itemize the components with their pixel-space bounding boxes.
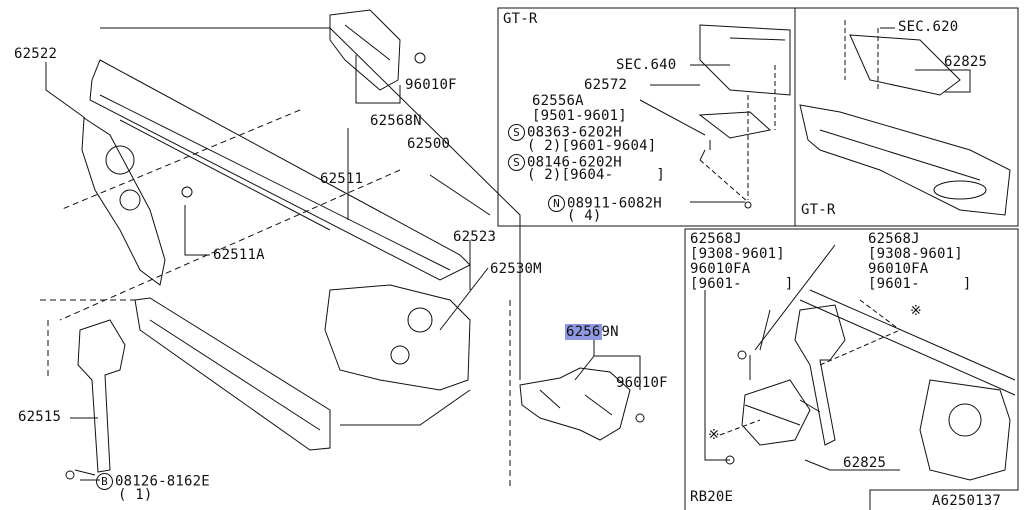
label-62523: 62523 xyxy=(453,229,497,245)
label-n-qty: ( 4) xyxy=(567,208,602,224)
label-s2-range: ( 2)[9604- ] xyxy=(527,167,666,183)
label-s1-range: ( 2)[9601-9604] xyxy=(527,138,657,154)
label-96010f-mid: 96010F xyxy=(616,375,668,391)
label-rb-right-4: [9601- ] xyxy=(868,276,972,292)
label-96010f-top: 96010F xyxy=(405,77,457,93)
gtr-panel2-title: GT-R xyxy=(801,202,836,218)
s-marker-icon: S xyxy=(508,124,525,141)
rb20e-panel-title: RB20E xyxy=(690,489,734,505)
asterisk-mark-2: ※ xyxy=(708,427,720,443)
label-62511: 62511 xyxy=(320,171,364,187)
b-marker-icon: B xyxy=(96,473,113,490)
label-bolt-qty: ( 1) xyxy=(118,487,153,503)
diagram-code: A6250137 xyxy=(932,493,1002,509)
label-sec640: SEC.640 xyxy=(616,57,677,73)
n-marker-icon: N xyxy=(548,195,565,212)
label-rb-left-2: [9308-9601] xyxy=(690,246,785,262)
highlight-62569n: 6256 xyxy=(565,324,602,340)
label-62569n: 62569N xyxy=(565,324,619,340)
label-62522: 62522 xyxy=(14,46,58,62)
label-62500: 62500 xyxy=(407,136,451,152)
asterisk-mark-1: ※ xyxy=(910,303,922,319)
label-62568n: 62568N xyxy=(370,113,422,129)
label-62825-gtr: 62825 xyxy=(944,54,988,70)
label-rb-right-1: 62568J xyxy=(868,231,920,247)
rb20e-panel-frame xyxy=(684,228,1019,510)
gtr-panel-frame xyxy=(497,7,1019,227)
label-rb-left-4: [9601- ] xyxy=(690,276,794,292)
leader-62511A xyxy=(184,205,210,256)
label-rb-left-1: 62568J xyxy=(690,231,742,247)
leader-62522 xyxy=(45,62,86,119)
label-rb-right-3: 96010FA xyxy=(868,261,929,277)
s-marker-icon: S xyxy=(508,154,525,171)
label-62572: 62572 xyxy=(584,77,628,93)
label-rb-left-3: 96010FA xyxy=(690,261,751,277)
label-62530m: 62530M xyxy=(490,261,542,277)
label-sec620: SEC.620 xyxy=(898,19,959,35)
gtr-panel-title: GT-R xyxy=(503,11,538,27)
label-62825-rb: 62825 xyxy=(843,455,887,471)
label-62515: 62515 xyxy=(18,409,62,425)
label-62556a: 62556A xyxy=(532,93,584,109)
label-rb-right-2: [9308-9601] xyxy=(868,246,963,262)
label-62511a: 62511A xyxy=(213,247,265,263)
label-62556a-range: [9501-9601] xyxy=(532,108,627,124)
